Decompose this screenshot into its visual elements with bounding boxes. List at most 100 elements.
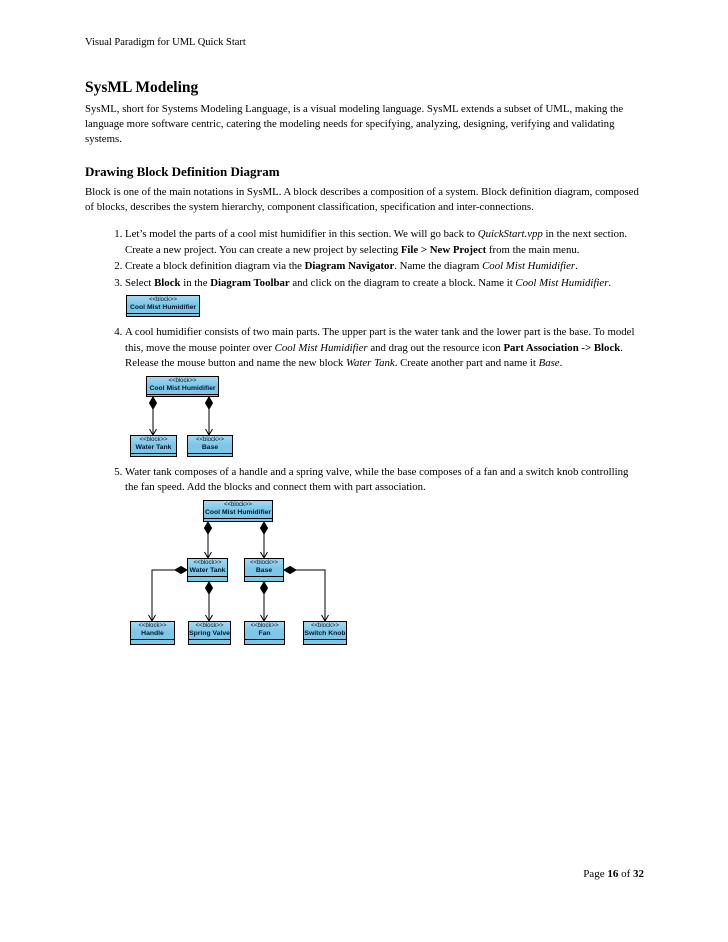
paragraph-sysml-intro: SysML, short for Systems Modeling Langua… — [85, 103, 624, 145]
text-segment: in the — [180, 276, 211, 289]
block-empty-compartment — [189, 638, 230, 644]
uml-block: <<block>>Cool Mist Humidifier — [203, 499, 273, 523]
block-name: Handle — [141, 629, 164, 637]
uml-diagram-two-parts: <<block>>Cool Mist Humidifier<<block>>Wa… — [130, 375, 272, 459]
text-segment: QuickStart.vpp — [477, 228, 543, 240]
text-segment: Cool Mist Humidifier — [515, 276, 609, 289]
block-stereotype: <<block>> — [310, 622, 340, 629]
text-segment: Cool Mist Humidifier — [482, 260, 576, 272]
block-stereotype: <<block>> — [249, 559, 279, 566]
uml-block: <<block>>Cool Mist Humidifier — [126, 295, 200, 317]
text-segment: and click on the diagram to create a blo… — [289, 276, 516, 289]
block-name: Water Tank — [189, 566, 226, 574]
uml-diagram-single-block: <<block>>Cool Mist Humidifier — [126, 295, 204, 319]
block-name: Cool Mist Humidifier — [129, 304, 197, 311]
text-segment: . Create another part and name it — [394, 357, 539, 369]
text-segment: Part Association -> Block — [503, 341, 621, 354]
uml-block: <<block>>Spring Valve — [188, 620, 231, 645]
list-item: Let’s model the parts of a cool mist hum… — [125, 227, 644, 258]
block-stereotype: <<block>> — [168, 377, 197, 384]
step-1-text: Let’s model the parts of a cool mist hum… — [125, 228, 627, 256]
text-segment: 16 — [607, 868, 619, 880]
text-segment: A cool humidifier consists of two main p… — [125, 326, 635, 354]
text-segment: Diagram Navigator — [304, 260, 395, 272]
composition-diamond — [204, 395, 214, 410]
composition-diamond — [283, 565, 297, 574]
text-segment: in the next section. Create a new projec… — [125, 228, 628, 256]
block-name: Fan — [258, 629, 271, 637]
text-segment: Water tank composes of a handle and a sp… — [125, 465, 629, 494]
block-name: Cool Mist Humidifier — [149, 384, 216, 392]
composition-diamond — [148, 395, 158, 410]
paragraph-block-intro: Block is one of the main notations in Sy… — [85, 186, 639, 213]
running-header: Visual Paradigm for UML Quick Start — [85, 37, 246, 48]
block-stereotype: <<block>> — [223, 501, 253, 508]
block-stereotype: <<block>> — [250, 622, 279, 629]
block-empty-compartment — [127, 313, 199, 318]
block-stereotype: <<block>> — [193, 559, 222, 566]
block-empty-compartment — [245, 575, 283, 581]
block-empty-compartment — [188, 452, 232, 458]
list-item: A cool humidifier consists of two main p… — [125, 325, 644, 459]
composition-diamond — [203, 520, 213, 535]
block-name: Spring Valve — [189, 629, 230, 637]
block-stereotype: <<block>> — [138, 622, 167, 629]
composition-diamond — [259, 580, 269, 595]
block-name: Base — [201, 443, 219, 451]
text-segment: . — [575, 260, 578, 272]
composition-diamond — [174, 565, 188, 574]
step-5-text: Water tank composes of a handle and a sp… — [125, 466, 628, 494]
uml-block: <<block>>Water Tank — [187, 557, 228, 582]
text-segment: Water Tank — [345, 357, 395, 369]
uml-block: <<block>>Switch Knob — [303, 620, 347, 645]
block-name: Cool Mist Humidifier — [204, 508, 272, 516]
step-4-text: A cool humidifier consists of two main p… — [125, 326, 634, 369]
block-empty-compartment — [188, 575, 227, 581]
block-empty-compartment — [131, 452, 176, 458]
text-segment: Let’s model the parts of a cool mist hum… — [125, 228, 478, 240]
block-empty-compartment — [147, 393, 218, 399]
block-empty-compartment — [131, 638, 174, 644]
uml-block: <<block>>Water Tank — [130, 434, 177, 458]
block-empty-compartment — [304, 638, 346, 644]
section-heading-drawing-bdd: Drawing Block Definition Diagram — [85, 164, 280, 179]
block-name: Base — [255, 566, 273, 574]
uml-block: <<block>>Handle — [130, 620, 175, 645]
block-empty-compartment — [204, 517, 272, 523]
text-segment: Select — [125, 276, 155, 289]
text-segment: File > New Project — [400, 243, 487, 256]
uml-diagram-full-tree: <<block>>Cool Mist Humidifier<<block>>Wa… — [130, 499, 349, 647]
uml-block: <<block>>Cool Mist Humidifier — [146, 375, 219, 399]
step-list: Let’s model the parts of a cool mist hum… — [85, 227, 644, 647]
uml-block: <<block>>Fan — [244, 620, 285, 645]
text-segment: 32 — [633, 868, 644, 880]
text-segment: of — [618, 868, 633, 880]
step-3-text: Select Block in the Diagram Toolbar and … — [125, 277, 611, 289]
list-item: Select Block in the Diagram Toolbar and … — [125, 276, 644, 320]
text-segment: from the main menu. — [486, 243, 580, 256]
text-segment: . — [559, 357, 563, 369]
list-item: Water tank composes of a handle and a sp… — [125, 465, 644, 647]
text-segment: . Name the diagram — [394, 260, 483, 272]
block-name: Water Tank — [135, 443, 172, 451]
list-item: Create a block definition diagram via th… — [125, 259, 644, 275]
text-segment: Diagram Toolbar — [210, 276, 290, 289]
block-name: Switch Knob — [304, 629, 346, 637]
block-empty-compartment — [245, 638, 284, 644]
text-segment: and drag out the resource icon — [367, 341, 504, 354]
text-segment: . Release the mouse button and name the … — [125, 341, 623, 370]
composition-diamond — [204, 580, 214, 595]
page-number: Page 16 of 32 — [583, 867, 644, 881]
block-stereotype: <<block>> — [195, 622, 224, 629]
uml-block: <<block>>Base — [187, 434, 233, 458]
composition-diamond — [259, 520, 269, 535]
block-stereotype: <<block>> — [148, 297, 178, 303]
section-heading-sysml-modeling: SysML Modeling — [85, 79, 199, 96]
block-stereotype: <<block>> — [139, 436, 168, 443]
text-segment: Base — [538, 357, 560, 369]
text-segment: . — [608, 276, 612, 289]
text-segment: Cool Mist Humidifier — [274, 341, 368, 354]
text-segment: Create a block definition diagram via th… — [125, 260, 305, 272]
block-stereotype: <<block>> — [195, 436, 225, 443]
